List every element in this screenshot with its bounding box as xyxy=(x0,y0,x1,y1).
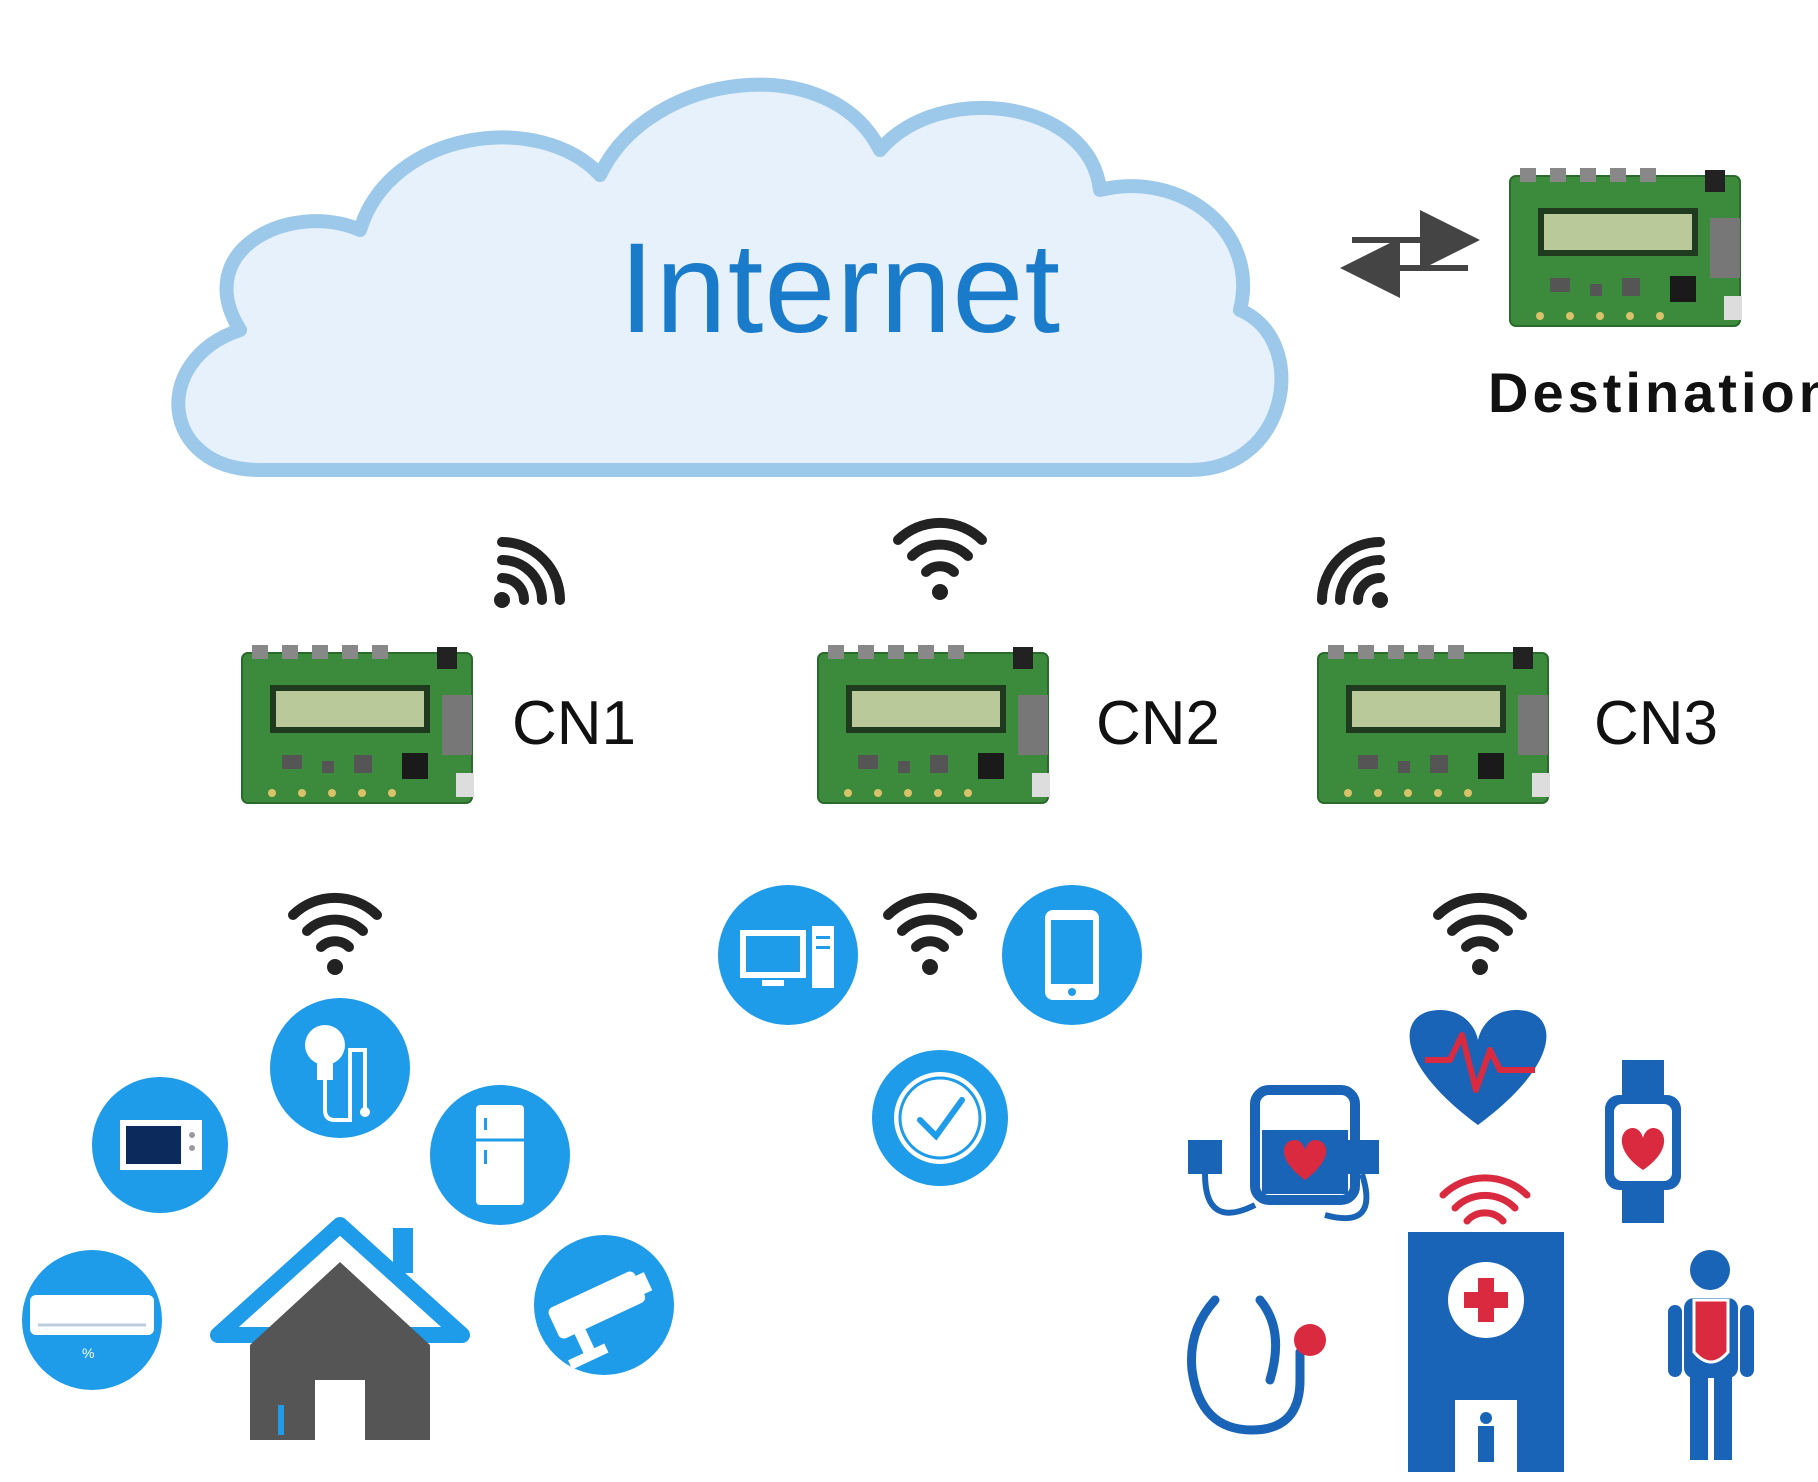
desktop-computer-icon xyxy=(718,885,858,1025)
cn3-label: CN3 xyxy=(1594,689,1719,758)
clock-icon xyxy=(872,1050,1008,1186)
hospital-icon xyxy=(1408,1232,1564,1472)
personal-devices-group xyxy=(718,885,1142,1186)
cn3-board-icon xyxy=(1317,644,1551,804)
internet-cloud xyxy=(171,77,1289,477)
healthcare-group xyxy=(1186,1010,1754,1472)
uplink-signal-icon-cn3 xyxy=(1322,542,1388,608)
internet-label: Internet xyxy=(618,217,1062,360)
heartbeat-icon xyxy=(1409,1010,1547,1125)
smartwatch-heart-icon xyxy=(1605,1060,1681,1223)
microwave-icon xyxy=(92,1077,228,1213)
cn3-wifi-icon xyxy=(1438,898,1522,975)
bulb-icon xyxy=(270,998,410,1138)
svg-text:%: % xyxy=(82,1345,94,1361)
cn2-label: CN2 xyxy=(1096,689,1221,758)
uplink-signal-icon-cn1 xyxy=(494,542,560,608)
fridge-icon xyxy=(430,1085,570,1225)
destination-label: Destination xyxy=(1488,361,1818,424)
cn1-label: CN1 xyxy=(512,689,637,758)
air-conditioner-icon: % xyxy=(22,1250,162,1390)
destination-board-icon xyxy=(1509,167,1743,327)
uplink-wifi-icon-cn2 xyxy=(898,523,982,600)
cn1-wifi-icon xyxy=(293,898,377,975)
patient-icon xyxy=(1668,1250,1754,1460)
house-icon xyxy=(210,1217,470,1440)
cn2-wifi-icon xyxy=(888,898,972,975)
smart-home-group: % xyxy=(22,998,674,1440)
cn1-board-icon xyxy=(241,644,475,804)
stethoscope-icon xyxy=(1186,1295,1326,1435)
wireless-signal-red-icon xyxy=(1439,1174,1531,1225)
blood-pressure-monitor-icon xyxy=(1188,1085,1379,1222)
cn2-board-icon xyxy=(817,644,1051,804)
smartphone-icon xyxy=(1002,885,1142,1025)
cctv-camera-icon xyxy=(534,1235,674,1375)
bidirectional-arrows xyxy=(1340,210,1480,298)
